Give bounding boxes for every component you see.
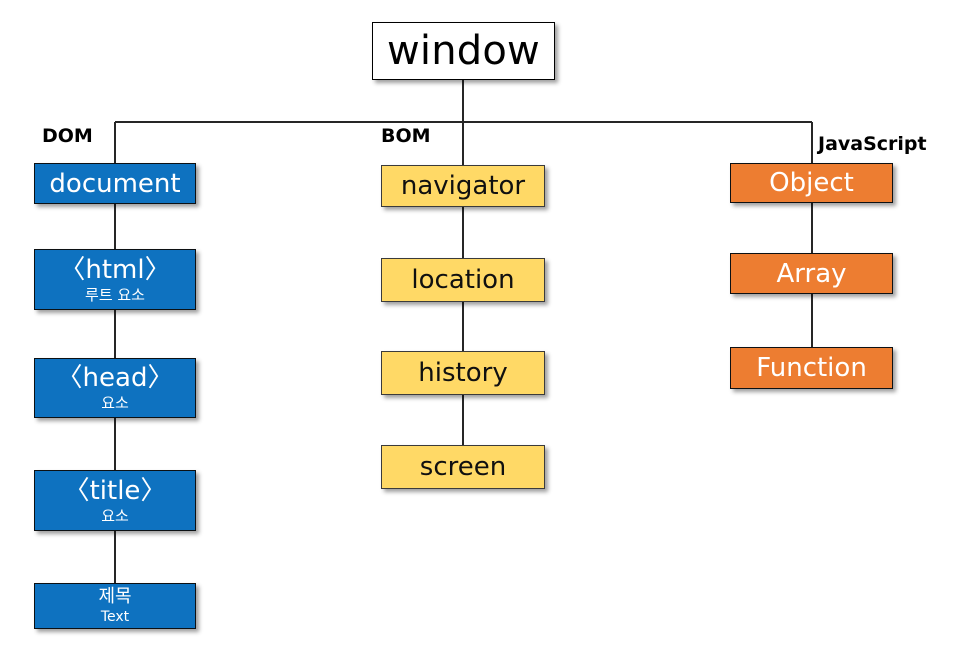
branch-label-dom: DOM bbox=[42, 125, 93, 147]
node-title-label: 〈title〉 bbox=[63, 475, 167, 506]
node-array-label: Array bbox=[776, 258, 847, 289]
node-location-label: location bbox=[411, 265, 515, 295]
node-history[interactable]: history bbox=[381, 351, 545, 395]
node-function-label: Function bbox=[756, 353, 867, 383]
node-title[interactable]: 〈title〉 요소 bbox=[34, 470, 196, 531]
node-title-sublabel: 요소 bbox=[101, 506, 129, 525]
node-screen[interactable]: screen bbox=[381, 445, 545, 489]
node-object[interactable]: Object bbox=[730, 163, 893, 203]
node-screen-label: screen bbox=[419, 452, 507, 482]
node-function[interactable]: Function bbox=[730, 347, 893, 389]
node-document-label: document bbox=[49, 168, 181, 199]
node-window[interactable]: window bbox=[372, 22, 555, 80]
node-navigator-label: navigator bbox=[400, 171, 526, 201]
node-head[interactable]: 〈head〉 요소 bbox=[34, 358, 196, 418]
node-array[interactable]: Array bbox=[730, 253, 893, 294]
node-window-label: window bbox=[387, 28, 540, 74]
node-object-label: Object bbox=[769, 168, 854, 198]
node-head-label: 〈head〉 bbox=[56, 363, 174, 393]
node-text-label: 제목 bbox=[98, 586, 132, 607]
node-html-label: 〈html〉 bbox=[59, 254, 171, 285]
node-html[interactable]: 〈html〉 루트 요소 bbox=[34, 249, 196, 310]
node-history-label: history bbox=[418, 358, 508, 388]
node-location[interactable]: location bbox=[381, 258, 545, 302]
node-text-sublabel: Text bbox=[100, 609, 130, 625]
node-text[interactable]: 제목 Text bbox=[34, 583, 196, 629]
node-html-sublabel: 루트 요소 bbox=[85, 285, 145, 304]
branch-label-bom: BOM bbox=[381, 125, 431, 147]
node-document[interactable]: document bbox=[34, 163, 196, 204]
node-head-sublabel: 요소 bbox=[101, 394, 129, 412]
branch-label-javascript: JavaScript bbox=[818, 133, 927, 155]
node-navigator[interactable]: navigator bbox=[381, 165, 545, 207]
